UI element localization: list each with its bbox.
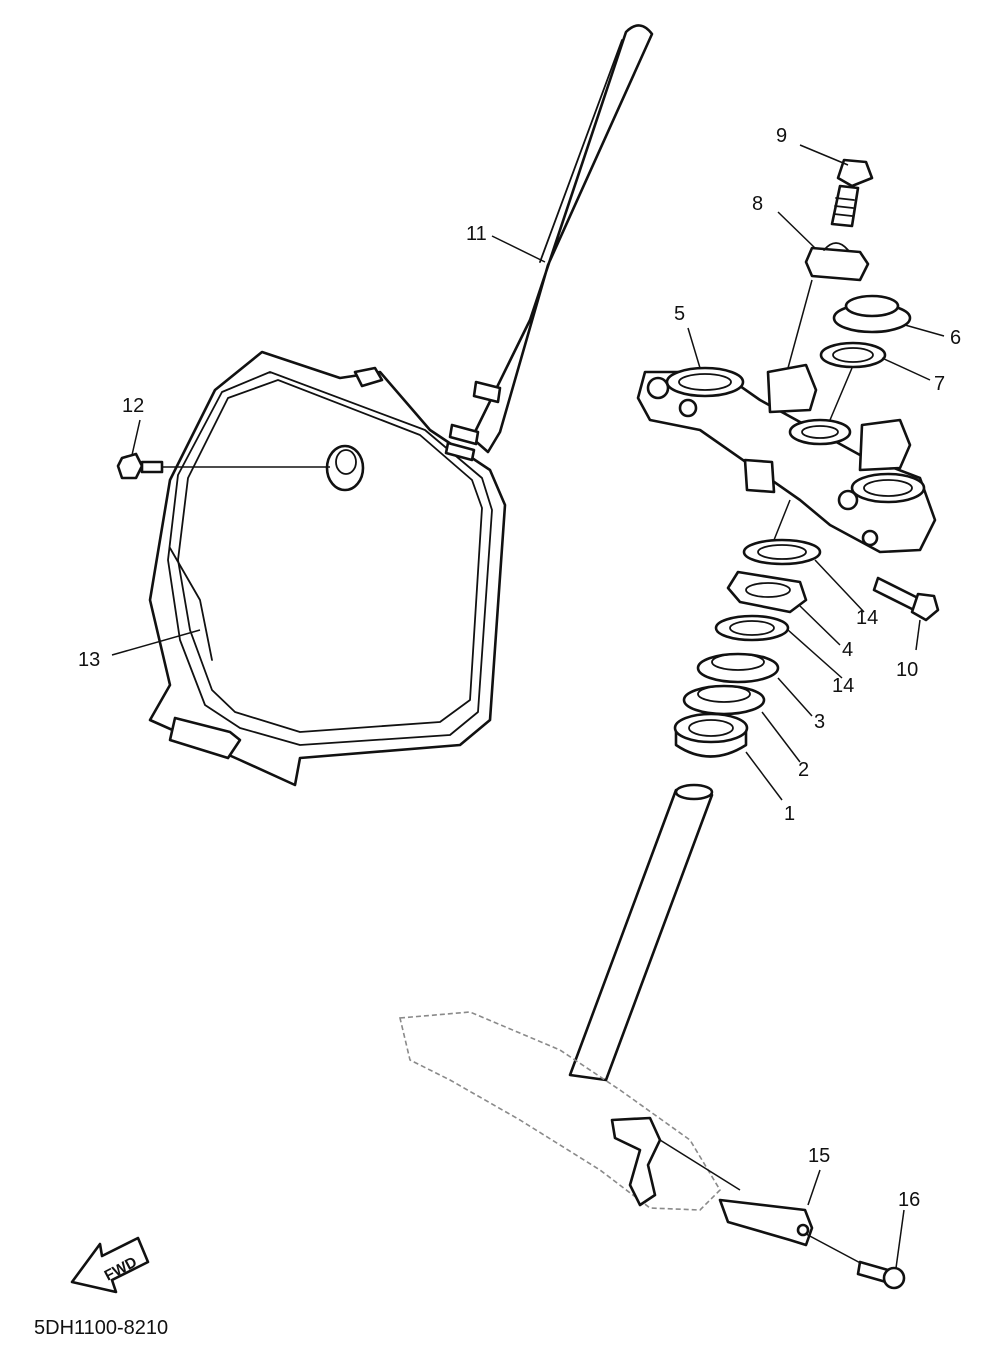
collar-6: [832, 294, 912, 334]
cable-guide-mount: [610, 1116, 662, 1207]
washer-14-lower: [714, 614, 790, 642]
number-plate-stay: [470, 24, 654, 454]
callout-15: 15: [808, 1145, 830, 1167]
forward-direction-arrow: FWD: [70, 1236, 150, 1294]
bearing-2: [682, 684, 766, 716]
callout-14-upper: 14: [856, 607, 878, 629]
callout-8: 8: [752, 193, 763, 215]
washer-7: [819, 341, 887, 369]
ring-nut-4: [726, 570, 808, 614]
callout-11: 11: [466, 223, 487, 245]
callout-12: 12: [122, 395, 144, 417]
callout-14-lower: 14: [832, 675, 854, 697]
washer-14-upper: [742, 538, 822, 566]
number-plate: [148, 350, 507, 787]
under-bracket-outline: [399, 1011, 722, 1211]
steering-shaft: [568, 783, 714, 1082]
callout-7: 7: [934, 373, 945, 395]
callout-4: 4: [842, 639, 853, 661]
callout-9: 9: [776, 125, 787, 147]
bearing-1: [673, 712, 749, 758]
bolt-12: [116, 452, 330, 480]
handlebar-holder: [804, 242, 870, 282]
upper-bracket: [636, 363, 937, 554]
callout-5: 5: [674, 303, 685, 325]
diagram-code: 5DH1100-8210: [34, 1317, 168, 1339]
callout-2: 2: [798, 759, 809, 781]
bolt-10: [872, 576, 940, 622]
callout-6: 6: [950, 327, 961, 349]
callout-10: 10: [896, 659, 918, 681]
bolt-9: [830, 158, 874, 228]
screw-16: [856, 1260, 906, 1290]
cable-guide-15: [718, 1198, 814, 1247]
callout-13: 13: [78, 649, 100, 671]
callout-3: 3: [814, 711, 825, 733]
callout-1: 1: [784, 803, 795, 825]
callout-16: 16: [898, 1189, 920, 1211]
bearing-3: [696, 652, 780, 684]
